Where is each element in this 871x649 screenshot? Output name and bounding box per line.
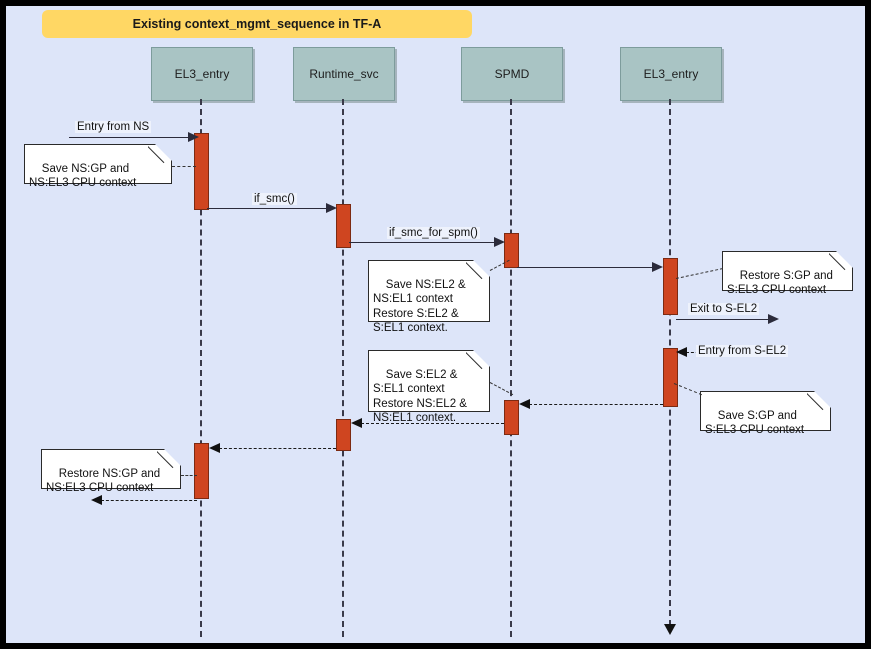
message-line-exit-to-s-el2 bbox=[676, 319, 771, 320]
lifeline-end-arrow-el3-entry-right bbox=[664, 624, 676, 635]
message-label-entry-from-s-el2: Entry from S-EL2 bbox=[696, 345, 789, 357]
activation-bar-el3-entry-left-2 bbox=[194, 443, 209, 499]
lifeline-label: EL3_entry bbox=[643, 67, 699, 81]
message-line-return-runtime-svc-to-el3-left bbox=[219, 448, 336, 449]
message-arrowhead-return-el3-right-to-spmd bbox=[519, 399, 530, 409]
message-arrowhead-return-spmd-to-runtime-svc bbox=[351, 418, 362, 428]
message-label-entry-from-ns: Entry from NS bbox=[75, 121, 152, 133]
note-text: Save S:GP and S:EL3 CPU context bbox=[705, 409, 805, 437]
message-line-return-el3-left-to-external bbox=[101, 500, 197, 501]
activation-bar-spmd-1 bbox=[504, 233, 519, 268]
message-arrowhead-if-smc bbox=[326, 203, 337, 213]
note-save-s-el2: Save S:EL2 & S:EL1 context Restore NS:EL… bbox=[368, 350, 490, 424]
lifeline-line-runtime-svc bbox=[342, 99, 344, 637]
note-fold-icon bbox=[155, 144, 172, 161]
lifeline-label: SPMD bbox=[494, 67, 530, 81]
message-line-entry-from-ns bbox=[69, 137, 191, 138]
note-save-ns-gp: Save NS:GP and NS:EL3 CPU context bbox=[24, 144, 172, 189]
message-arrowhead-spmd-to-el3-right bbox=[652, 262, 663, 272]
note-text: Restore NS:GP and NS:EL3 CPU context bbox=[46, 467, 161, 495]
message-arrowhead-entry-from-s-el2 bbox=[676, 347, 687, 357]
message-label-if-smc: if_smc() bbox=[252, 193, 297, 205]
message-line-return-spmd-to-runtime-svc bbox=[361, 423, 504, 424]
note-connector-5 bbox=[673, 383, 703, 396]
activation-bar-spmd-2 bbox=[504, 400, 519, 435]
note-text: Restore S:GP and S:EL3 CPU context bbox=[727, 269, 833, 297]
note-restore-ns-gp: Restore NS:GP and NS:EL3 CPU context bbox=[41, 449, 181, 494]
note-restore-s-gp: Restore S:GP and S:EL3 CPU context bbox=[722, 251, 853, 296]
lifeline-header-spmd[interactable]: SPMD bbox=[461, 47, 563, 101]
activation-bar-runtime-svc-1 bbox=[336, 204, 351, 248]
message-label-if-smc-for-spm: if_smc_for_spm() bbox=[387, 227, 480, 239]
note-fold-icon bbox=[814, 391, 831, 408]
note-connector-3 bbox=[675, 268, 724, 279]
note-fold-icon bbox=[473, 350, 490, 367]
note-fold-icon bbox=[473, 260, 490, 277]
lifeline-header-runtime-svc[interactable]: Runtime_svc bbox=[293, 47, 395, 101]
note-text: Save NS:GP and NS:EL3 CPU context bbox=[29, 162, 137, 190]
sequence-diagram-canvas: Existing context_mgmt_sequence in TF-A E… bbox=[6, 6, 865, 643]
note-connector-1 bbox=[172, 166, 196, 167]
activation-bar-runtime-svc-2 bbox=[336, 419, 351, 451]
lifeline-header-el3-entry-right[interactable]: EL3_entry bbox=[620, 47, 722, 101]
lifeline-header-el3-entry-left[interactable]: EL3_entry bbox=[151, 47, 253, 101]
message-line-if-smc-for-spm bbox=[349, 242, 496, 243]
activation-bar-el3-entry-right-1 bbox=[663, 258, 678, 315]
note-text: Save S:EL2 & S:EL1 context Restore NS:EL… bbox=[373, 368, 467, 425]
message-arrowhead-if-smc-for-spm bbox=[494, 237, 505, 247]
note-fold-icon bbox=[836, 251, 853, 268]
diagram-title: Existing context_mgmt_sequence in TF-A bbox=[132, 17, 382, 31]
lifeline-line-spmd bbox=[510, 99, 512, 637]
message-arrowhead-entry-from-ns bbox=[188, 132, 199, 142]
note-save-ns-el2: Save NS:EL2 & NS:EL1 context Restore S:E… bbox=[368, 260, 490, 334]
message-line-spmd-to-el3-right bbox=[517, 267, 655, 268]
message-line-if-smc bbox=[207, 208, 329, 209]
diagram-title-banner: Existing context_mgmt_sequence in TF-A bbox=[42, 10, 472, 38]
note-text: Save NS:EL2 & NS:EL1 context Restore S:E… bbox=[373, 278, 466, 335]
lifeline-label: Runtime_svc bbox=[309, 67, 379, 81]
lifeline-label: EL3_entry bbox=[174, 67, 230, 81]
message-line-return-el3-right-to-spmd bbox=[529, 404, 663, 405]
message-arrowhead-exit-to-s-el2 bbox=[768, 314, 779, 324]
note-fold-icon bbox=[164, 449, 181, 466]
message-label-exit-to-s-el2: Exit to S-EL2 bbox=[688, 303, 760, 315]
message-arrowhead-return-el3-left-to-external bbox=[91, 495, 102, 505]
note-save-s-gp: Save S:GP and S:EL3 CPU context bbox=[700, 391, 831, 436]
message-arrowhead-return-runtime-svc-to-el3-left bbox=[209, 443, 220, 453]
note-connector-6 bbox=[181, 475, 197, 476]
activation-bar-el3-entry-left-1 bbox=[194, 133, 209, 210]
lifeline-line-el3-entry-left bbox=[200, 99, 202, 637]
activation-bar-el3-entry-right-2 bbox=[663, 348, 678, 407]
